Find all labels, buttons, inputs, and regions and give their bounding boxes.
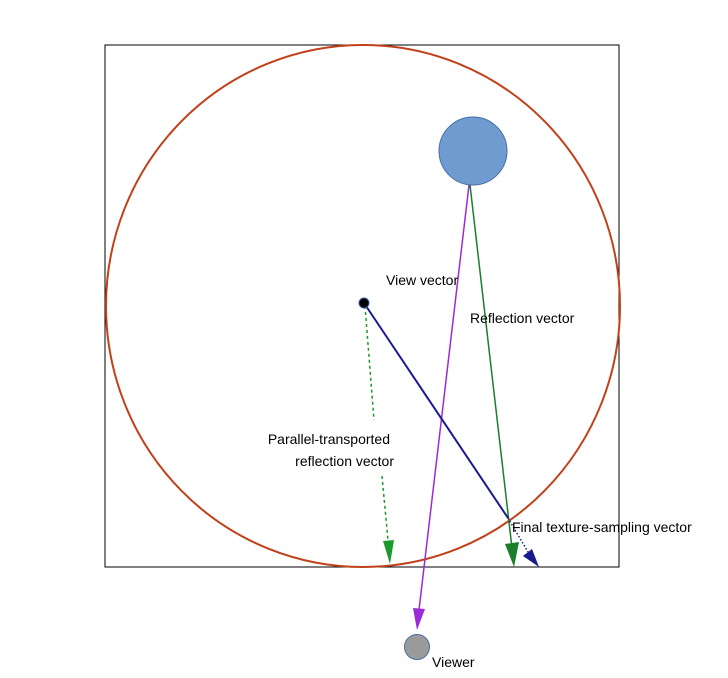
parallel-vector-arrowhead [383, 540, 394, 564]
parallel-vector-line-bottom [381, 475, 389, 541]
viewer-label: Viewer [432, 654, 475, 670]
light-source [438, 116, 508, 186]
final-vector-dotted [507, 517, 529, 553]
parallel-vector-line-top [364, 305, 375, 421]
final-vector-line [363, 302, 509, 519]
viewer-point [404, 634, 430, 660]
parallel-vector-label-line2: reflection vector [295, 453, 394, 469]
view-vector-label: View vector [386, 272, 458, 288]
view-vector-arrowhead [413, 608, 425, 630]
reflection-vector-line [469, 184, 513, 549]
view-vector-line [418, 184, 470, 611]
final-vector-label: Final texture-sampling vector [512, 519, 692, 535]
final-vector-arrowhead [523, 549, 539, 567]
environment-sphere [105, 44, 621, 568]
parallel-vector-label-line1: Parallel-transported [268, 431, 390, 447]
center-point [358, 297, 370, 309]
reflection-vector-arrowhead [505, 542, 519, 567]
reflection-vector-label: Reflection vector [470, 310, 575, 326]
